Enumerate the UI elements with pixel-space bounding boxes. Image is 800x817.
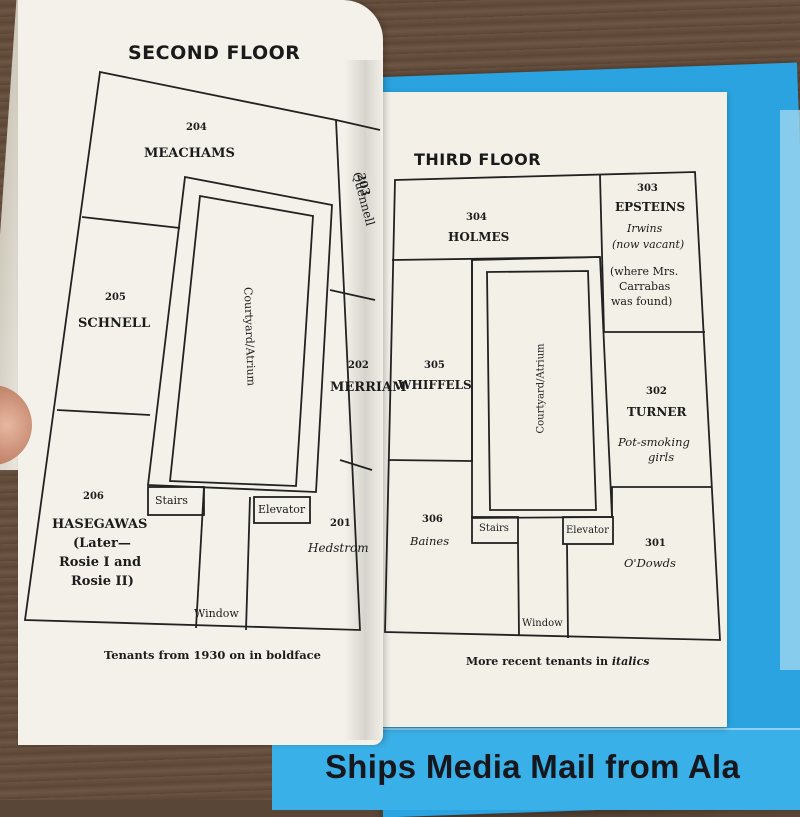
second-window-shaft: [195, 486, 205, 629]
third-stairs-label: Stairs: [479, 523, 509, 534]
room-305-tenant: WHIFFELS: [398, 378, 472, 392]
room-303-note-1: Irwins: [627, 222, 663, 235]
room-302-note-2: girls: [648, 450, 675, 464]
room-204-number: 204: [186, 122, 207, 133]
folder-highlight: [780, 110, 800, 670]
second-window-label: Window: [194, 607, 239, 620]
room-303-note-2: (now vacant): [612, 238, 685, 251]
wall-202-201: [339, 459, 373, 471]
wall-304-303: [599, 174, 605, 333]
third-elevator-label: Elevator: [566, 525, 609, 536]
room-202-number: 202: [348, 360, 369, 371]
room-206-tenant: HASEGAWAS: [52, 517, 148, 532]
room-204-tenant: MEACHAMS: [144, 146, 235, 161]
room-206-number: 206: [83, 491, 104, 502]
room-303-note-3: (where Mrs.: [610, 265, 679, 278]
book-gutter: [345, 60, 385, 740]
third-courtyard-label: Courtyard/Atrium: [535, 343, 547, 434]
second-elevator-box: [253, 496, 311, 524]
room-306-number: 306: [422, 514, 443, 525]
room-303-tenant: EPSTEINS: [615, 200, 686, 214]
room-206-note-3: Rosie II): [71, 574, 134, 589]
third-floor-title: THIRD FLOOR: [414, 150, 542, 169]
wall-205-206: [56, 409, 151, 416]
second-elevator-label: Elevator: [258, 503, 306, 516]
room-301-tenant: O'Dowds: [624, 556, 676, 570]
right-page: [355, 92, 727, 727]
room-201-number: 201: [330, 518, 351, 529]
wall-305-306: [387, 459, 473, 462]
third-window-label: Window: [522, 618, 563, 629]
room-206-note-2: Rosie I and: [59, 555, 142, 570]
third-courtyard-inner: [486, 270, 597, 511]
third-floor-caption-text: More recent tenants in: [466, 655, 612, 668]
room-306-tenant: Baines: [410, 534, 450, 548]
second-courtyard-inner: [169, 194, 314, 487]
third-floor-caption: More recent tenants in italics: [466, 655, 650, 668]
room-302-number: 302: [646, 386, 667, 397]
room-305-number: 305: [424, 360, 445, 371]
room-303-number: 303: [637, 183, 658, 194]
room-201-tenant: Hedstrom: [308, 541, 369, 555]
room-301-number: 301: [645, 538, 666, 549]
third-window-shaft: [517, 542, 520, 637]
third-stairs-box: [471, 516, 519, 544]
floor-plan-drawings: [23, 70, 721, 641]
room-303-note-4: Carrabas: [619, 280, 671, 293]
room-205-tenant: SCHNELL: [78, 316, 151, 331]
wall-203-202: [329, 289, 376, 301]
room-304-number: 304: [466, 212, 487, 223]
second-courtyard-outer: [146, 175, 333, 493]
wall-204-205: [81, 216, 181, 229]
third-floor-caption-italic: italics: [611, 655, 650, 668]
second-stairs-label: Stairs: [155, 494, 188, 507]
shipping-sticker-text: Ships Media Mail from Ala: [325, 748, 741, 785]
room-303-note-5: was found): [611, 295, 673, 308]
room-304-tenant: HOLMES: [448, 230, 510, 244]
second-floor-title: SECOND FLOOR: [128, 42, 301, 64]
room-202-tenant: MERRIAM: [330, 380, 407, 395]
room-302-tenant: TURNER: [627, 405, 687, 419]
third-elevator-box: [562, 516, 614, 545]
second-floor-caption: Tenants from 1930 on in boldface: [104, 648, 321, 662]
room-206-note-1: (Later—: [73, 536, 131, 551]
room-302-note-1: Pot-smoking: [618, 435, 690, 449]
second-floor-outline: [23, 70, 361, 631]
third-floor-outline: [384, 171, 721, 641]
room-205-number: 205: [105, 292, 126, 303]
